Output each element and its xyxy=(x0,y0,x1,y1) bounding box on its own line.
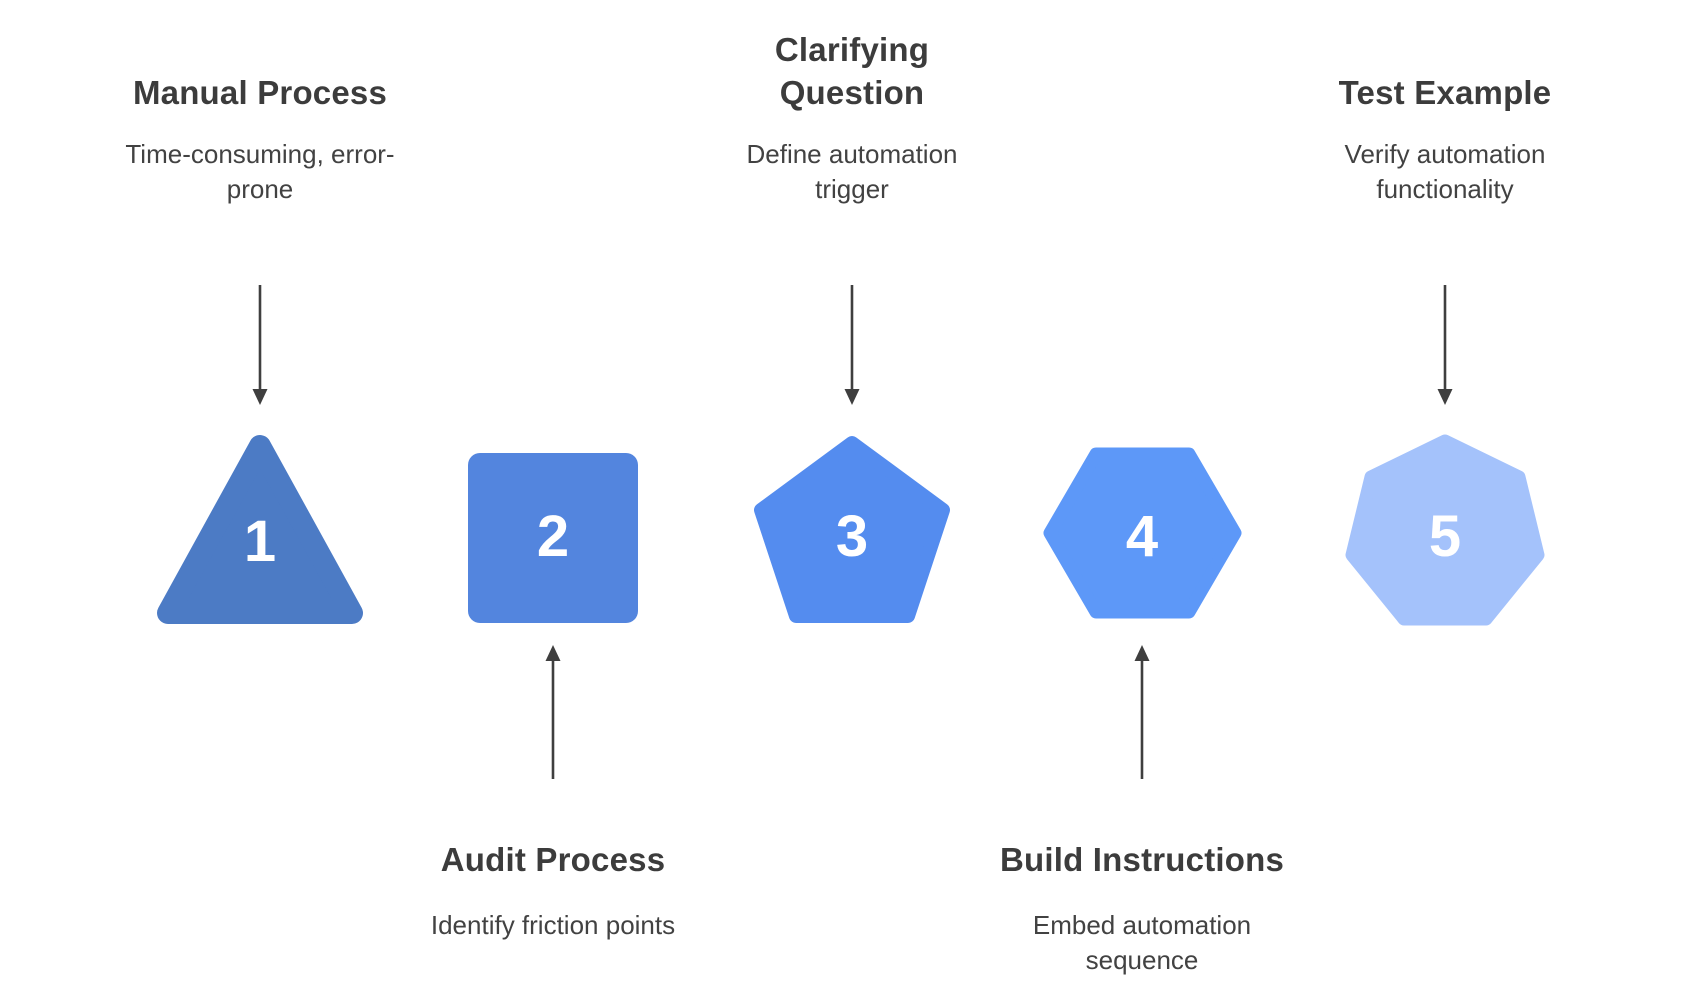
step-2-subtitle: Identify friction points xyxy=(430,909,676,940)
up-arrow-icon xyxy=(1134,645,1150,779)
step-5-subtitle: Verify automation functionality xyxy=(1344,138,1546,204)
step-4-label: Build Instructions Embed automation sequ… xyxy=(972,838,1312,978)
down-arrow-icon xyxy=(844,285,860,405)
down-arrow-icon xyxy=(252,285,268,405)
step-5-number: 5 xyxy=(1428,504,1462,569)
step-3-subtitle: Define automation trigger xyxy=(746,138,958,204)
step-1-subtitle: Time-consuming, error-prone xyxy=(125,138,395,204)
step-4-title: Build Instructions xyxy=(999,841,1285,878)
step-1-label: Manual Process Time-consuming, error-pro… xyxy=(100,0,420,207)
step-1-triangle-shape xyxy=(150,430,370,625)
step-4-hexagon-shape xyxy=(1040,443,1245,623)
step-2-title: Audit Process xyxy=(440,841,666,878)
step-4-subtitle: Embed automation sequence xyxy=(1032,909,1252,975)
step-3-pentagon-shape xyxy=(747,430,957,630)
step-2-square-shape xyxy=(468,453,638,623)
step-3-title: Clarifying Question xyxy=(774,30,930,112)
step-4-number: 4 xyxy=(1125,504,1159,569)
step-1-number: 1 xyxy=(243,509,277,574)
step-2-number: 2 xyxy=(536,504,570,569)
step-3-number: 3 xyxy=(835,504,869,569)
down-arrow-icon xyxy=(1437,285,1453,405)
step-5-label: Test Example Verify automation functiona… xyxy=(1315,0,1575,207)
step-5-title: Test Example xyxy=(1338,74,1552,112)
step-2-label: Audit Process Identify friction points xyxy=(383,838,723,943)
step-3-label: Clarifying Question Define automation tr… xyxy=(732,0,972,207)
up-arrow-icon xyxy=(545,645,561,779)
step-1-title: Manual Process xyxy=(132,74,388,112)
step-5-heptagon-shape xyxy=(1340,430,1550,630)
